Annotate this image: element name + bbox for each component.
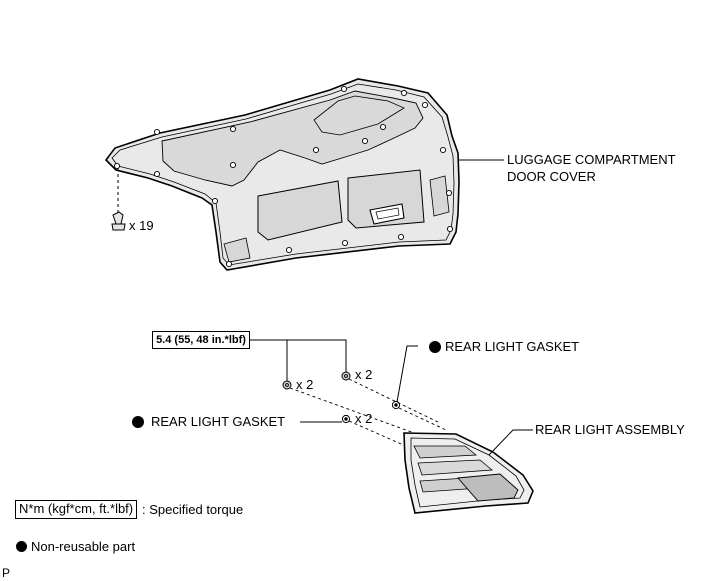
legend-non-reusable-desc: Non-reusable part — [31, 539, 136, 554]
gasket-leader-lines — [300, 345, 418, 423]
legend-non-reusable-dot-icon — [16, 541, 27, 552]
rear-light-assembly — [403, 432, 534, 514]
torque-spec-box: 5.4 (55, 48 in.*lbf) — [152, 331, 250, 349]
gasket-icon — [341, 400, 401, 424]
footer-mark: P — [2, 566, 11, 580]
gasket-quantity: x 2 — [355, 411, 373, 426]
legend-torque-unit-box: N*m (kgf*cm, ft.*lbf) — [15, 500, 138, 519]
nut-quantity-right: x 2 — [355, 367, 373, 382]
rear-light-assembly-label: REAR LIGHT ASSEMBLY — [535, 422, 685, 437]
cover-label-line2: DOOR COVER — [507, 169, 596, 184]
nut-quantity-left: x 2 — [296, 377, 314, 392]
cover-clip-holes — [113, 85, 454, 268]
legend-torque-desc: : Specified torque — [142, 502, 244, 517]
rear-light-gasket-upper-label: REAR LIGHT GASKET — [445, 339, 580, 354]
rear-light-leader-line — [488, 429, 533, 456]
non-reusable-dot-icon — [132, 416, 144, 428]
torque-leader-lines — [250, 339, 347, 381]
clip-quantity: x 19 — [129, 218, 154, 233]
installation-lines — [289, 378, 447, 448]
non-reusable-dot-icon — [429, 341, 441, 353]
nut-icon — [282, 371, 351, 390]
luggage-compartment-door-cover — [104, 78, 460, 271]
clip-icon — [111, 211, 126, 231]
cover-label-line1: LUGGAGE COMPARTMENT — [507, 152, 676, 167]
rear-light-gasket-lower-label: REAR LIGHT GASKET — [151, 414, 286, 429]
